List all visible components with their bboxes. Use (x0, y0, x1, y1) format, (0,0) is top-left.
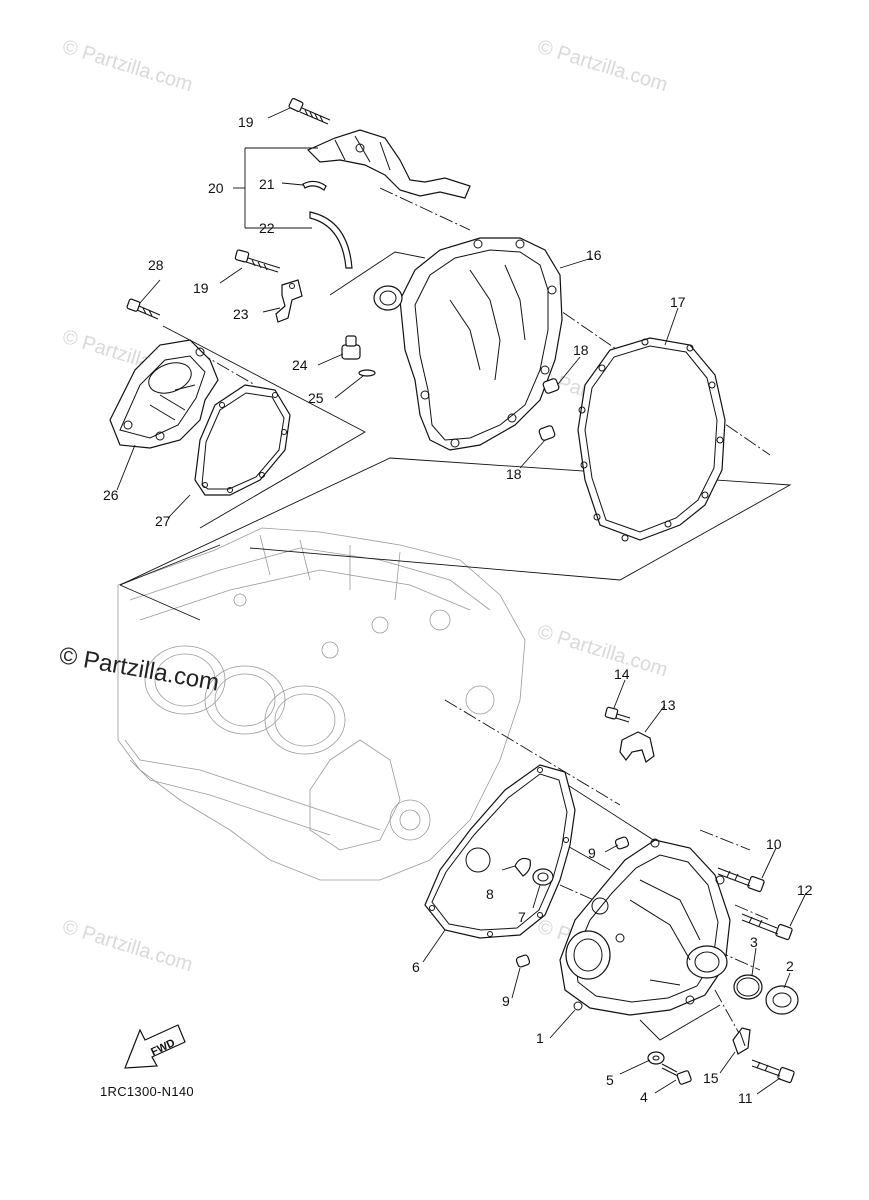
callout-5: 5 (606, 1072, 614, 1088)
callout-2: 2 (786, 958, 794, 974)
callout-26: 26 (103, 487, 119, 503)
callout-17: 17 (670, 294, 686, 310)
callout-25: 25 (308, 390, 324, 406)
callout-21: 21 (259, 176, 275, 192)
dowel-9-upper (614, 836, 630, 850)
callout-10: 10 (766, 836, 782, 852)
callout-12: 12 (797, 882, 813, 898)
callouts: 19 20 21 22 28 19 23 24 25 16 17 18 18 2… (103, 114, 813, 1106)
dowel-18-lower (538, 425, 556, 441)
callout-19: 19 (193, 280, 209, 296)
fitting-15 (732, 1027, 751, 1055)
bolt-19-lower (234, 249, 281, 273)
callout-18: 18 (573, 342, 589, 358)
callout-4: 4 (640, 1089, 648, 1105)
callout-13: 13 (660, 697, 676, 713)
hose-21 (302, 180, 327, 191)
callout-7: 7 (518, 909, 526, 925)
leader-lines (116, 107, 807, 1095)
gasket-6 (424, 764, 576, 939)
callout-22: 22 (259, 220, 275, 236)
callout-16: 16 (586, 247, 602, 263)
callout-14: 14 (614, 666, 630, 682)
bracket-13 (619, 731, 655, 763)
callout-11: 11 (738, 1090, 753, 1106)
callout-27: 27 (155, 513, 171, 529)
callout-8: 8 (486, 886, 494, 902)
gasket-27 (194, 384, 291, 496)
gasket-17 (577, 337, 726, 542)
oil-seal-7 (532, 868, 554, 886)
dowel-18-upper (542, 378, 560, 394)
crankcase-cover-16 (373, 237, 563, 451)
washer-5 (647, 1051, 665, 1065)
callout-1: 1 (536, 1030, 544, 1046)
callout-24: 24 (292, 357, 308, 373)
callout-9: 9 (502, 993, 510, 1009)
hose-22 (309, 211, 353, 269)
cap-2 (765, 985, 799, 1015)
bolt-19-upper (288, 97, 331, 125)
crankcase-cover-1 (559, 838, 731, 1016)
bolt-11 (751, 1059, 795, 1084)
callout-28: 28 (148, 257, 164, 273)
callout-19: 19 (238, 114, 254, 130)
bolt-10 (717, 867, 765, 893)
bolt-4 (661, 1063, 692, 1085)
dowel-9-lower (515, 954, 531, 968)
crankcase (117, 527, 526, 881)
callout-15: 15 (703, 1070, 719, 1086)
bolt-28 (126, 298, 161, 320)
callout-3: 3 (750, 934, 758, 950)
bracket-23 (275, 279, 303, 323)
fwd-arrow-icon: FWD (124, 1024, 186, 1069)
crankcase-breather-guide (306, 129, 471, 199)
cover-26 (109, 339, 219, 449)
plug-24 (341, 335, 361, 360)
callout-23: 23 (233, 306, 249, 322)
diagram-code: 1RC1300-N140 (100, 1084, 194, 1099)
bolt-14 (604, 706, 631, 723)
bolt-12 (741, 913, 793, 941)
callout-20: 20 (208, 180, 224, 196)
callout-6: 6 (412, 959, 420, 975)
callout-18: 18 (506, 466, 522, 482)
o-ring-3 (733, 974, 763, 1000)
o-ring-25 (358, 369, 376, 377)
circlip-8 (514, 857, 531, 877)
callout-9: 9 (588, 845, 596, 861)
